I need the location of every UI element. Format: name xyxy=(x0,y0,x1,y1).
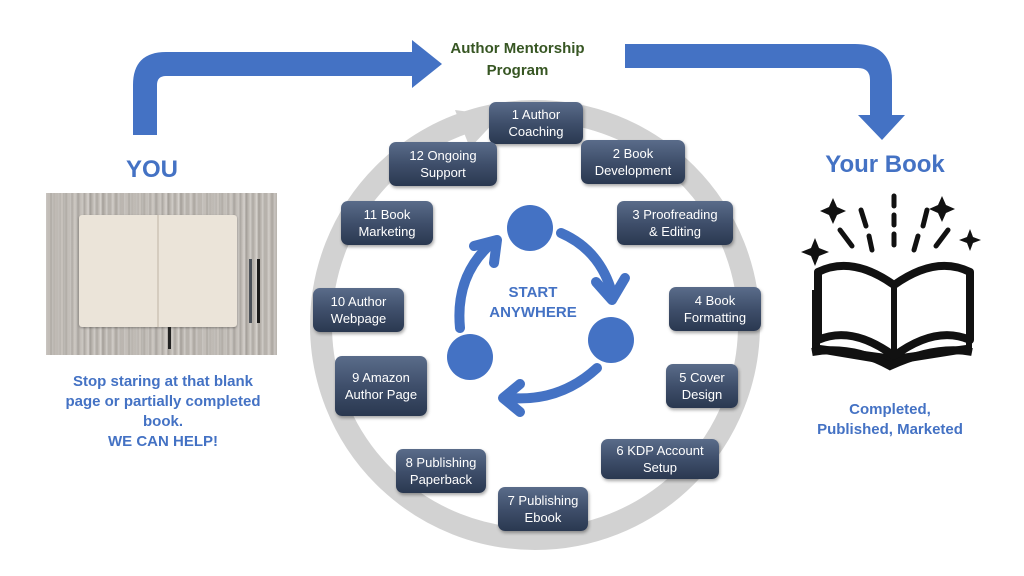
cycle-node-left xyxy=(447,334,493,380)
bookmark-ribbon xyxy=(168,327,171,349)
blank-notebook-photo xyxy=(46,193,277,355)
program-title-line1: Author Mentorship xyxy=(450,40,585,57)
you-caption-line2: page or partially completed xyxy=(65,393,261,410)
step-ongoing-support: 12 Ongoing Support xyxy=(389,142,497,186)
you-caption-line3: book. xyxy=(143,413,183,430)
start-anywhere-label: START ANYWHERE xyxy=(478,283,588,323)
step-kdp-account-setup: 6 KDP Account Setup xyxy=(601,439,719,479)
notebook xyxy=(79,215,237,327)
you-caption-line4: WE CAN HELP! xyxy=(108,433,218,450)
step-proofreading-editing: 3 Proofreading & Editing xyxy=(617,201,733,245)
you-caption: Stop staring at that blank page or parti… xyxy=(44,372,282,452)
cycle-node-top xyxy=(507,205,553,251)
you-heading: YOU xyxy=(125,156,178,183)
your-book-caption-line2: Published, Marketed xyxy=(817,421,963,438)
step-author-coaching: 1 Author Coaching xyxy=(489,102,583,144)
your-book-caption-line1: Completed, xyxy=(849,401,931,418)
cycle-arrow-2 xyxy=(505,363,602,404)
arrow-you-to-program xyxy=(133,40,442,135)
step-publishing-ebook: 7 Publishing Ebook xyxy=(498,487,588,531)
cycle-node-right xyxy=(588,317,634,363)
program-title-line2: Program xyxy=(486,62,549,79)
open-book-sparkle-icon xyxy=(801,193,981,371)
step-publishing-paperback: 8 Publishing Paperback xyxy=(396,449,486,493)
step-book-development: 2 Book Development xyxy=(581,140,685,184)
cycle-arrow-1 xyxy=(556,228,617,298)
cycle-arrow-3 xyxy=(454,238,497,333)
step-cover-design: 5 Cover Design xyxy=(666,364,738,408)
arrow-program-to-book xyxy=(625,44,905,140)
pen-icon xyxy=(249,259,252,323)
notebook-spine xyxy=(157,215,159,327)
start-line2: ANYWHERE xyxy=(489,304,577,321)
ring-arrowhead xyxy=(455,110,500,148)
step-book-marketing: 11 Book Marketing xyxy=(341,201,433,245)
step-amazon-author-page: 9 Amazon Author Page xyxy=(335,356,427,416)
step-author-webpage: 10 Author Webpage xyxy=(313,288,404,332)
start-anywhere-cycle xyxy=(447,205,634,417)
you-caption-line1: Stop staring at that blank xyxy=(72,373,253,390)
your-book-caption: Completed, Published, Marketed xyxy=(790,400,990,440)
program-title: Author Mentorship Program xyxy=(430,38,605,82)
pencil-icon xyxy=(257,259,260,323)
your-book-heading: Your Book xyxy=(825,151,945,178)
start-line1: START xyxy=(508,284,558,301)
step-book-formatting: 4 Book Formatting xyxy=(669,287,761,331)
